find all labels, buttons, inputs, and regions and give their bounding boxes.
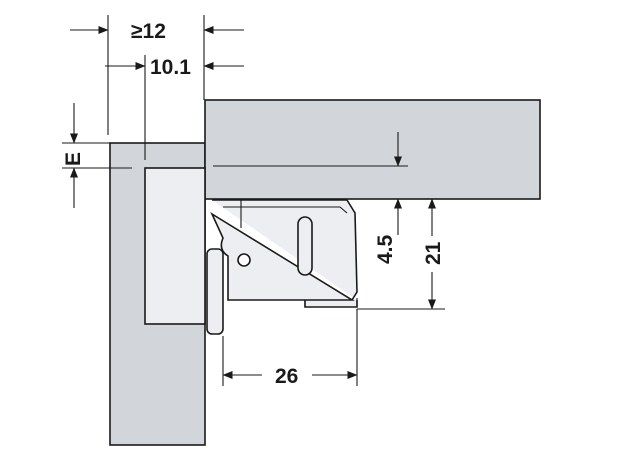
- adjustment-slot: [297, 216, 313, 276]
- dim-label-10-1: 10.1: [150, 56, 191, 79]
- pivot-screw: [237, 253, 251, 267]
- dim-label-26: 26: [275, 365, 298, 388]
- hinge-arm-lower-lip: [304, 298, 358, 308]
- dim-label-min-12: ≥12: [131, 20, 166, 43]
- hinge-cup: [144, 167, 206, 325]
- cabinet-panel: [204, 99, 541, 200]
- dim-label-21: 21: [422, 241, 445, 265]
- mounting-plate: [206, 248, 224, 335]
- dim-label-4-5: 4.5: [374, 234, 397, 264]
- hinge-arm: [210, 199, 358, 308]
- hinge-arm-edge: [223, 206, 348, 214]
- dim-label-e: E: [62, 152, 85, 166]
